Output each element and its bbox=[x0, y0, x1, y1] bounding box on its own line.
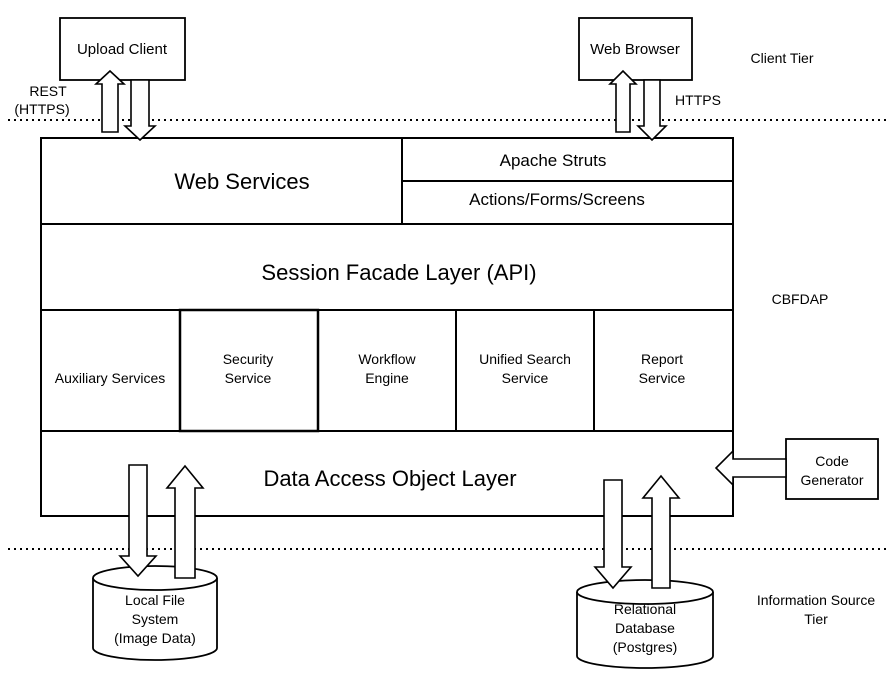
info-tier-label-line1: Information Source bbox=[757, 592, 875, 608]
upload-up-arrow bbox=[93, 69, 127, 133]
session-facade-label: Session Facade Layer (API) bbox=[261, 260, 536, 285]
workflow-engine-label-line1: Workflow bbox=[358, 351, 416, 367]
info-tier-label-line2: Tier bbox=[804, 611, 828, 627]
report-service-label-line1: Report bbox=[641, 351, 683, 367]
relational-db-label-line2: Database bbox=[615, 620, 675, 636]
security-service-label-line1: Security bbox=[223, 351, 274, 367]
dao-layer-label: Data Access Object Layer bbox=[263, 466, 516, 491]
upload-client-label: Upload Client bbox=[77, 41, 168, 58]
workflow-engine-label-line2: Engine bbox=[365, 370, 409, 386]
web-services-label: Web Services bbox=[174, 169, 309, 194]
cbfdap-container bbox=[40, 137, 734, 517]
web-browser-label: Web Browser bbox=[590, 41, 680, 58]
web-browser-box bbox=[578, 17, 693, 81]
security-service-box bbox=[178, 308, 320, 433]
local-file-label-line1: Local File bbox=[125, 592, 185, 608]
relational-db-label-line1: Relational bbox=[614, 601, 676, 617]
unified-search-label-line1: Unified Search bbox=[479, 351, 571, 367]
code-generator-label-line1: Code bbox=[815, 453, 849, 469]
local-file-label-line3: (Image Data) bbox=[114, 630, 196, 646]
unified-search-label-line2: Service bbox=[502, 370, 549, 386]
browser-up-arrow bbox=[608, 69, 638, 133]
browser-down-arrow bbox=[636, 79, 668, 142]
local-fs-down-arrow bbox=[118, 464, 158, 578]
local-file-label-line2: System bbox=[132, 611, 179, 627]
upload-down-arrow bbox=[122, 79, 158, 142]
code-generator-box bbox=[785, 438, 879, 500]
db-down-arrow bbox=[593, 479, 633, 590]
local-fs-up-arrow bbox=[165, 464, 205, 579]
rest-label-line2: (HTTPS) bbox=[14, 101, 69, 117]
code-generator-label-line2: Generator bbox=[800, 472, 863, 488]
report-service-label-line2: Service bbox=[639, 370, 686, 386]
client-tier-label: Client Tier bbox=[750, 50, 813, 66]
cbfdap-label: CBFDAP bbox=[772, 291, 829, 307]
rest-label-line1: REST bbox=[29, 83, 67, 99]
https-label: HTTPS bbox=[675, 92, 721, 108]
security-service-label-line2: Service bbox=[225, 370, 272, 386]
relational-db-label-line3: (Postgres) bbox=[613, 639, 678, 655]
apache-struts-label: Apache Struts bbox=[500, 151, 607, 170]
actions-forms-screens-label: Actions/Forms/Screens bbox=[469, 190, 645, 209]
auxiliary-services-label: Auxiliary Services bbox=[55, 370, 165, 386]
code-generator-arrow bbox=[714, 449, 787, 487]
db-up-arrow bbox=[641, 474, 681, 589]
upload-client-box bbox=[59, 17, 186, 81]
